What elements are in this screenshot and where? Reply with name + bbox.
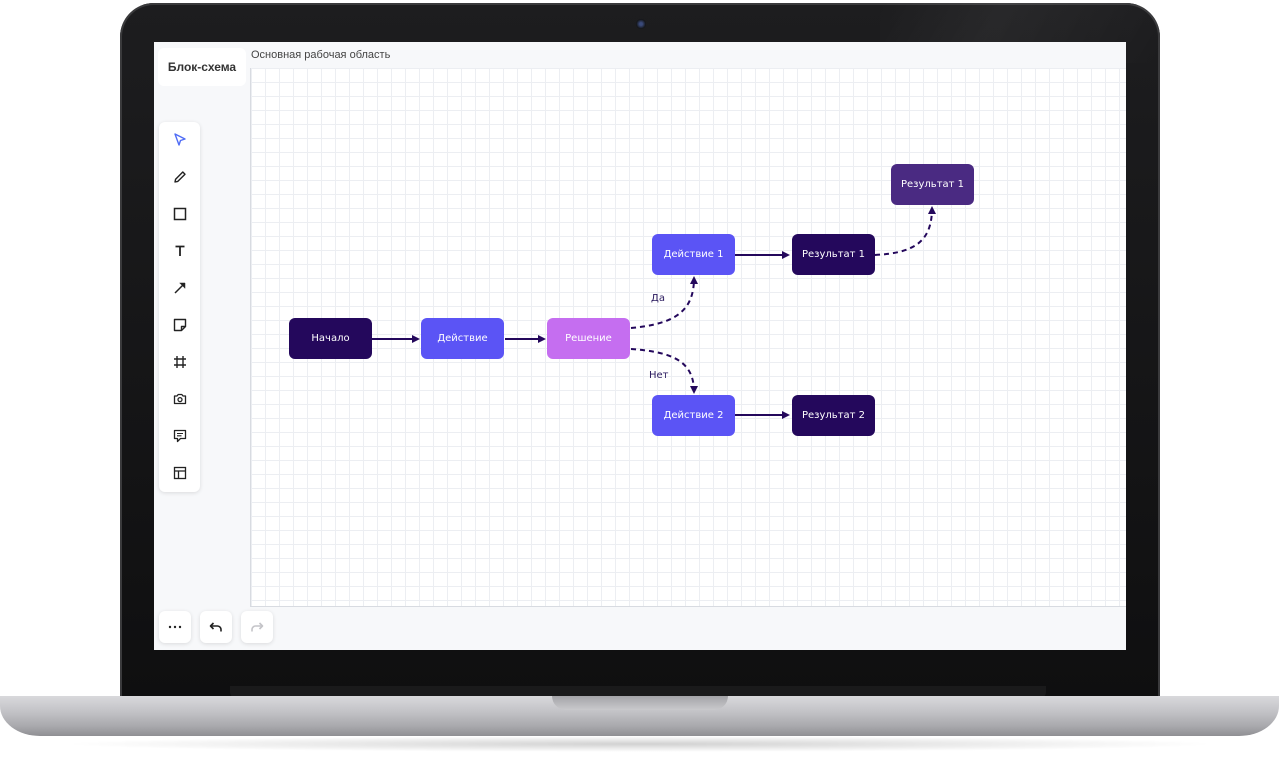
workspace-canvas[interactable]	[250, 68, 1126, 607]
select-tool-button[interactable]	[167, 127, 192, 152]
undo-icon	[209, 622, 222, 632]
text-tool-button[interactable]	[167, 238, 192, 263]
laptop-opening-notch	[552, 696, 728, 710]
pencil-icon	[173, 170, 186, 183]
template-tool-button[interactable]	[167, 460, 192, 485]
pen-tool-button[interactable]	[167, 164, 192, 189]
breadcrumb[interactable]: Основная рабочая область	[251, 49, 391, 61]
more-options-button[interactable]	[159, 611, 191, 643]
laptop-shadow	[60, 736, 1220, 752]
text-t-icon	[175, 245, 184, 256]
node-action-1[interactable]: Действие 1	[652, 234, 735, 275]
redo-icon	[251, 622, 264, 632]
node-action[interactable]: Действие	[421, 318, 504, 359]
node-decision[interactable]: Решение	[547, 318, 630, 359]
comment-icon	[173, 429, 186, 442]
app-screen: Блок-схема Основная рабочая область	[154, 42, 1126, 650]
arrow-tool-button[interactable]	[167, 275, 192, 300]
layout-icon	[173, 466, 186, 479]
edge-label-yes: Да	[651, 293, 665, 304]
more-dots-icon	[168, 625, 182, 629]
square-icon	[173, 207, 186, 220]
laptop-hinge	[230, 686, 1046, 698]
sticky-note-tool-button[interactable]	[167, 312, 192, 337]
node-result-1[interactable]: Результат 1	[792, 234, 875, 275]
frame-tool-button[interactable]	[167, 349, 192, 374]
node-action-2[interactable]: Действие 2	[652, 395, 735, 436]
rectangle-tool-button[interactable]	[167, 201, 192, 226]
hash-frame-icon	[173, 355, 186, 368]
undo-button[interactable]	[200, 611, 232, 643]
camera-icon	[173, 393, 186, 404]
redo-button[interactable]	[241, 611, 273, 643]
screenshot-tool-button[interactable]	[167, 386, 192, 411]
cursor-arrow-icon	[173, 132, 186, 146]
app-title: Блок-схема	[158, 48, 246, 86]
node-result-2[interactable]: Результат 2	[792, 395, 875, 436]
tools-toolbar	[159, 122, 200, 492]
node-start[interactable]: Начало	[289, 318, 372, 359]
webcam	[636, 19, 646, 29]
comment-tool-button[interactable]	[167, 423, 192, 448]
sticky-note-icon	[173, 318, 186, 331]
arrow-icon	[173, 282, 185, 294]
node-result-1-secondary[interactable]: Результат 1	[891, 164, 974, 205]
edge-label-no: Нет	[649, 370, 669, 381]
